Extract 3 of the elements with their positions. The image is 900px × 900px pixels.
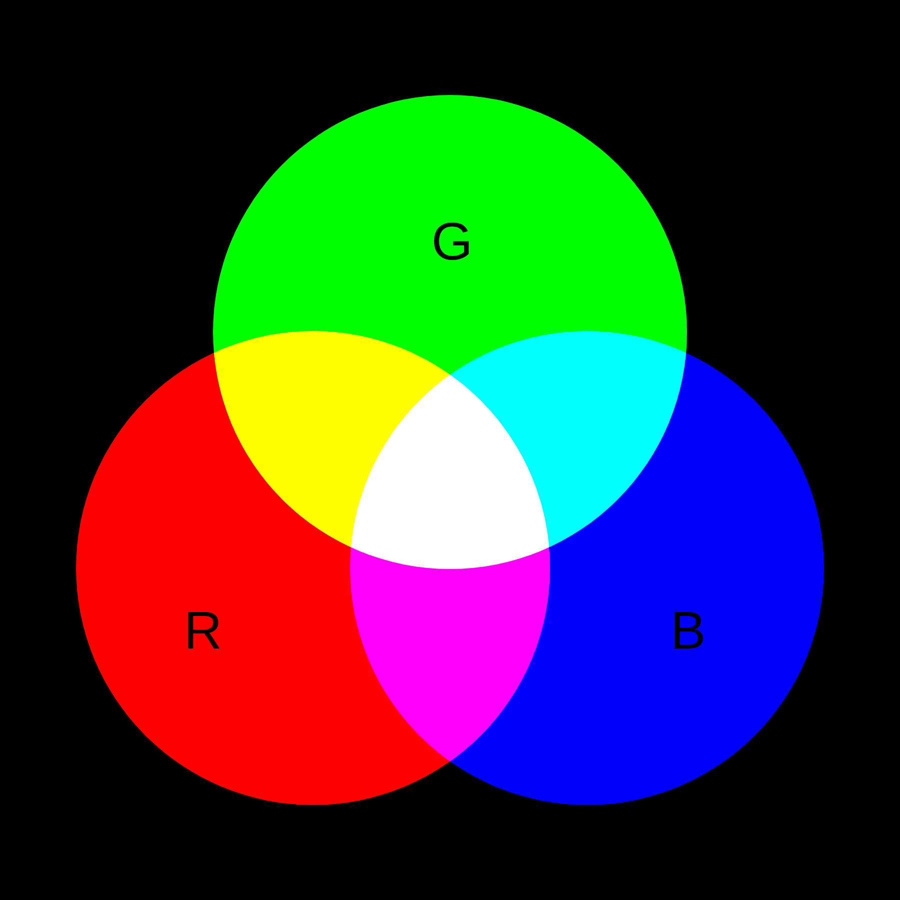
channel-letter: G bbox=[431, 216, 473, 268]
channel-letter: B bbox=[670, 604, 706, 658]
channel-letter: R bbox=[184, 604, 222, 658]
